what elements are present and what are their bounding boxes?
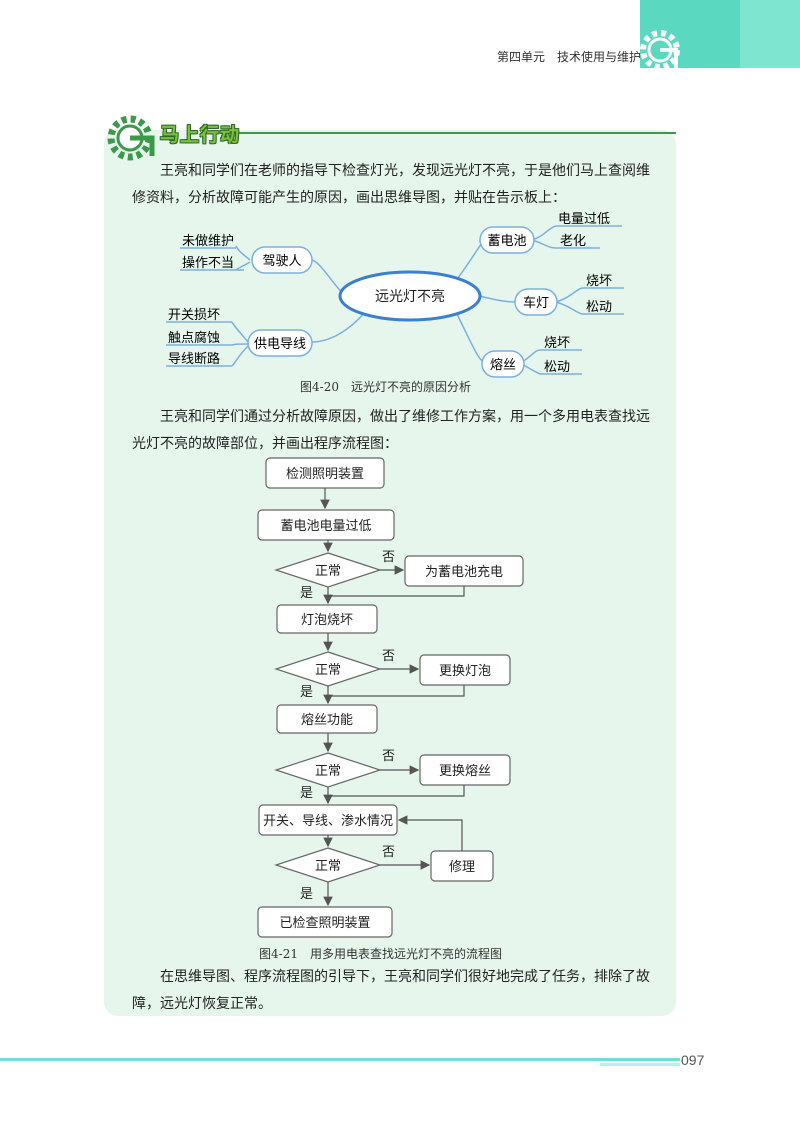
section-title: 马上行动	[160, 124, 241, 146]
gear-icon	[640, 30, 680, 70]
leaf-label: 操作不当	[182, 255, 234, 271]
center-node-label: 远光灯不亮	[375, 288, 445, 305]
unit-title: 第四单元 技术使用与维护	[497, 50, 642, 64]
header-color-band-light	[740, 0, 800, 68]
figure-caption-flowchart: 图4-21 用多用电表查找远光灯不亮的流程图	[259, 947, 502, 961]
leaf-label: 松动	[586, 300, 612, 315]
leaf-label: 松动	[544, 360, 570, 375]
flow-fix-bulb: 更换灯泡	[439, 664, 491, 679]
flow-decision: 正常	[315, 663, 341, 678]
flow-step-battery: 蓄电池电量过低	[280, 519, 371, 534]
page-number: 097	[681, 1052, 705, 1068]
leaf-label: 导线断路	[168, 351, 220, 367]
flow-step-wiring: 开关、导线、渗水情况	[263, 814, 393, 829]
flow-yes-label: 是	[300, 685, 313, 700]
branch-battery: 蓄电池	[487, 234, 526, 249]
leaf-label: 电量过低	[558, 212, 610, 227]
leaf-label: 未做维护	[182, 234, 234, 249]
flow-fix-repair: 修理	[449, 860, 475, 875]
leaf-label: 烧坏	[586, 274, 612, 289]
flow-no-label: 否	[382, 649, 395, 664]
leaf-label: 触点腐蚀	[168, 331, 220, 346]
paragraph-intro: 王亮和同学们在老师的指导下检查灯光，发现远光灯不亮，于是他们马上查阅维修资料，分…	[132, 163, 650, 206]
flow-yes-label: 是	[300, 586, 313, 601]
flow-step-fuse: 熔丝功能	[301, 713, 353, 728]
leaf-label: 老化	[560, 234, 586, 249]
flow-fix-battery: 为蓄电池充电	[425, 564, 503, 580]
section-header-line	[232, 132, 676, 134]
flow-yes-label: 是	[300, 786, 313, 801]
flow-no-label: 否	[382, 550, 395, 565]
gear-logo-icon	[107, 115, 155, 161]
footer-line-light	[600, 1063, 680, 1066]
flow-fix-fuse: 更换熔丝	[439, 764, 491, 779]
footer-line	[0, 1058, 680, 1061]
paragraph-result: 在思维导图、程序流程图的引导下，王亮和同学们很好地完成了任务，排除了故障，远光灯…	[132, 969, 650, 1012]
center-node	[338, 270, 482, 322]
flow-decision: 正常	[315, 764, 341, 779]
paragraph-plan: 王亮和同学们通过分析故障原因，做出了维修工作方案，用一个多用电表查找远光灯不亮的…	[132, 409, 650, 452]
flow-decision: 正常	[315, 564, 341, 579]
branch-lamp: 车灯	[523, 295, 549, 311]
branch-power: 供电导线	[254, 337, 306, 352]
figure-caption-mindmap: 图4-20 远光灯不亮的原因分析	[300, 380, 471, 394]
flow-start: 检测照明装置	[286, 467, 364, 482]
flow-no-label: 否	[382, 845, 395, 860]
flow-no-label: 否	[382, 749, 395, 764]
flow-step-bulb: 灯泡烧坏	[301, 613, 353, 628]
flow-decision: 正常	[315, 859, 341, 874]
flow-end: 已检查照明装置	[279, 916, 370, 931]
flow-yes-label: 是	[300, 887, 313, 902]
leaf-label: 开关损坏	[168, 308, 220, 323]
branch-driver: 驾驶人	[262, 254, 301, 269]
branch-fuse: 熔丝	[490, 358, 516, 373]
leaf-label: 烧坏	[544, 336, 570, 351]
